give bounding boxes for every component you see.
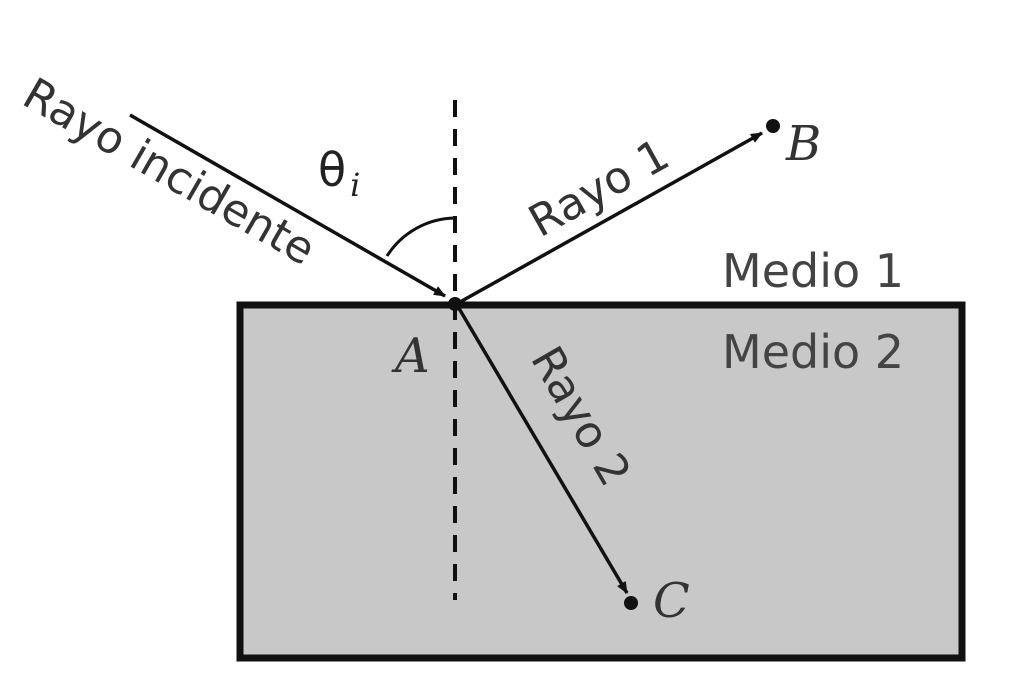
angle-arc — [385, 216, 456, 257]
medium-2-label: Medio 2 — [722, 325, 904, 379]
angle-subscript: i — [350, 166, 360, 204]
medium-1-label: Medio 1 — [722, 244, 904, 298]
point-b-label: B — [785, 116, 821, 172]
point-b-dot — [766, 119, 780, 133]
ray-1-label: Rayo 1 — [520, 129, 677, 247]
incident-ray — [129, 113, 446, 298]
point-c-label: C — [653, 573, 690, 629]
medium-2-block — [236, 301, 966, 662]
point-a-label: A — [391, 328, 430, 384]
refracted-ray — [455, 304, 629, 594]
angle-symbol: θ — [318, 143, 346, 197]
reflected-ray — [459, 131, 763, 304]
incident-ray-label: Rayo incidente — [15, 68, 324, 275]
point-c-dot — [624, 596, 638, 610]
point-a-dot — [448, 297, 462, 311]
